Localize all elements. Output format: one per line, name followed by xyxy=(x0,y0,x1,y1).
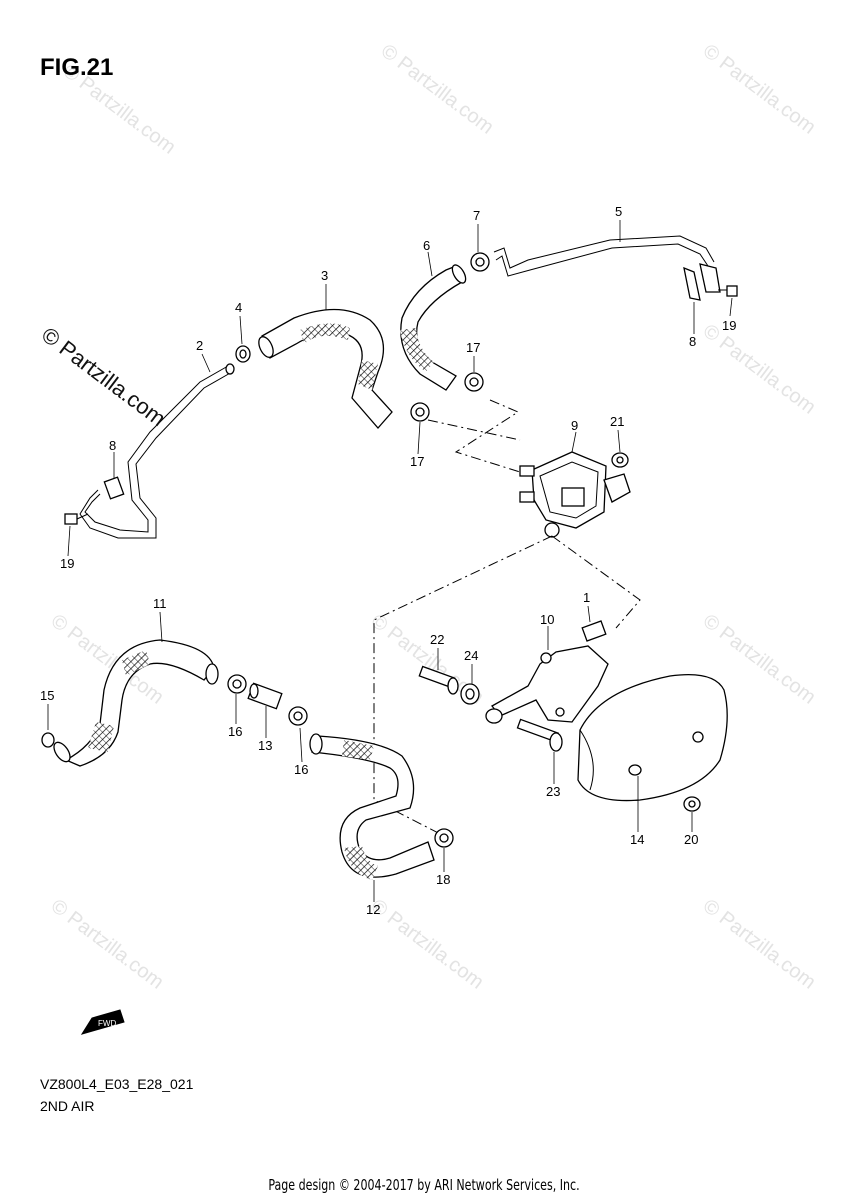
callout-23: 23 xyxy=(546,784,560,799)
callout-13: 13 xyxy=(258,738,272,753)
cap-15 xyxy=(41,732,55,748)
diagram-name: 2ND AIR xyxy=(40,1098,95,1114)
joint-13 xyxy=(247,682,283,710)
bolt-19-right xyxy=(718,285,738,297)
callout-9: 9 xyxy=(571,418,578,433)
callout-8-left: 8 xyxy=(109,438,116,453)
nut-20 xyxy=(683,796,701,812)
clamp-4 xyxy=(235,345,251,363)
callout-5: 5 xyxy=(615,204,622,219)
callout-17-lower: 17 xyxy=(410,454,424,469)
svg-text:FWD: FWD xyxy=(98,1019,116,1028)
clamp-7 xyxy=(470,252,490,272)
hose-11 xyxy=(53,639,219,767)
callout-16-right: 16 xyxy=(294,762,308,777)
clamp-17-lower xyxy=(410,402,430,422)
callout-19-right: 19 xyxy=(722,318,736,333)
bolt-1 xyxy=(581,620,607,642)
callout-11: 11 xyxy=(153,596,167,611)
fwd-arrow: FWD xyxy=(80,1009,125,1035)
bracket-10 xyxy=(485,645,609,724)
figure-title: FIG.21 xyxy=(40,54,114,81)
callout-leaders xyxy=(47,220,733,902)
callout-8-right: 8 xyxy=(689,334,696,349)
pipe-5 xyxy=(493,235,715,277)
clamp-16-left xyxy=(227,674,247,694)
bolt-22 xyxy=(418,665,459,695)
hose-12 xyxy=(309,733,435,880)
callout-22: 22 xyxy=(430,632,444,647)
callout-21: 21 xyxy=(610,414,624,429)
collar-24 xyxy=(460,683,480,705)
bracket-8-right xyxy=(683,263,721,301)
leader-lines xyxy=(373,399,641,841)
callout-19-left: 19 xyxy=(60,556,74,571)
callout-2: 2 xyxy=(196,338,203,353)
callouts: 1 2 3 4 5 6 7 8 8 9 10 11 12 13 14 15 16… xyxy=(40,204,736,917)
pipe-2 xyxy=(79,363,235,539)
callout-14: 14 xyxy=(630,832,644,847)
callout-1: 1 xyxy=(583,590,590,605)
diagram-code: VZ800L4_E03_E28_021 xyxy=(40,1076,194,1092)
callout-4: 4 xyxy=(235,300,242,315)
clamp-17-upper xyxy=(464,372,484,392)
callout-17-upper: 17 xyxy=(466,340,480,355)
hose-3 xyxy=(258,308,393,429)
cap-21 xyxy=(611,452,629,468)
clamp-8-left xyxy=(103,476,125,500)
valve-9 xyxy=(519,451,631,538)
callout-16-left: 16 xyxy=(228,724,242,739)
hose-6 xyxy=(400,264,467,391)
callout-15: 15 xyxy=(40,688,54,703)
callout-6: 6 xyxy=(423,238,430,253)
callout-12: 12 xyxy=(366,902,380,917)
callout-20: 20 xyxy=(684,832,698,847)
page-footer: Page design © 2004-2017 by ARI Network S… xyxy=(268,1176,580,1194)
callout-7: 7 xyxy=(473,208,480,223)
clamp-16-right xyxy=(288,706,308,726)
callout-3: 3 xyxy=(321,268,328,283)
clamp-18 xyxy=(434,828,454,848)
bolt-19-left xyxy=(64,513,89,525)
callout-10: 10 xyxy=(540,612,554,627)
callout-18: 18 xyxy=(436,872,450,887)
cover-14 xyxy=(577,673,728,802)
callout-24: 24 xyxy=(464,648,478,663)
bolt-23 xyxy=(516,718,563,752)
